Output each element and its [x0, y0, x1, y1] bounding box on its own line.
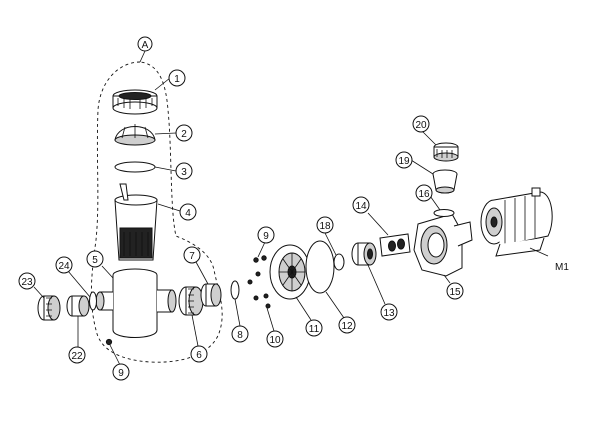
- callout-22-label: 22: [71, 351, 83, 362]
- callout-12: 12: [338, 316, 356, 334]
- callout-23: 23: [18, 272, 36, 290]
- callout-14: 14: [352, 196, 370, 214]
- callout-11: 11: [305, 319, 323, 337]
- callout-5-label: 5: [92, 255, 98, 266]
- callout-16-label: 16: [418, 189, 430, 200]
- callout-22: 22: [68, 346, 86, 364]
- callout-13-label: 13: [383, 308, 395, 319]
- screw-set-part: [247, 255, 271, 309]
- callout-15-label: 15: [449, 287, 461, 298]
- callout-15: 15: [446, 282, 464, 300]
- callout-9-upper-label: 9: [263, 231, 269, 242]
- seal-plate-part: [379, 233, 411, 257]
- leader-lines: [33, 50, 549, 366]
- callout-2-label: 2: [181, 129, 187, 140]
- callout-7-label: 7: [189, 251, 195, 262]
- union-tail-right-part: [200, 283, 222, 307]
- callout-4-label: 4: [185, 208, 191, 219]
- callout-19: 19: [395, 151, 413, 169]
- callout-23-label: 23: [21, 277, 33, 288]
- callout-13: 13: [380, 303, 398, 321]
- callout-20-label: 20: [415, 120, 427, 131]
- pump-housing-part: [95, 268, 177, 338]
- callout-10: 10: [266, 330, 284, 348]
- o-ring-16-part: [433, 209, 455, 217]
- callout-a: A: [137, 36, 153, 52]
- lid-ring-part: [112, 89, 158, 115]
- callout-3: 3: [175, 162, 193, 180]
- callout-24-label: 24: [58, 261, 70, 272]
- callout-a-label: A: [142, 40, 149, 51]
- callout-11-label: 11: [309, 324, 320, 335]
- callout-14-label: 14: [355, 201, 367, 212]
- callout-1-label: 1: [174, 74, 180, 85]
- callout-9-upper: 9: [257, 226, 275, 244]
- callout-8-label: 8: [237, 330, 243, 341]
- mechanical-seal-part: [351, 242, 377, 266]
- motor-part: [480, 187, 553, 257]
- callout-6: 6: [190, 345, 208, 363]
- callout-9-lower: 9: [112, 363, 130, 381]
- union-nut-left-part: [37, 295, 61, 321]
- callout-18: 18: [316, 216, 334, 234]
- adapter-19-part: [432, 169, 458, 194]
- callout-9-lower-label: 9: [118, 368, 124, 379]
- callout-12-label: 12: [341, 321, 353, 332]
- callout-18-label: 18: [319, 221, 331, 232]
- o-ring-8-part: [230, 280, 240, 300]
- o-ring-24-part: [89, 291, 97, 311]
- callout-20: 20: [412, 115, 430, 133]
- union-nut-right-part: [178, 286, 204, 316]
- callout-24: 24: [55, 256, 73, 274]
- group-a-outline: [90, 61, 223, 363]
- callout-2: 2: [175, 124, 193, 142]
- callout-5: 5: [86, 250, 104, 268]
- strainer-basket-part: [114, 183, 158, 261]
- callout-8: 8: [231, 325, 249, 343]
- callout-7: 7: [183, 246, 201, 264]
- diffuser-part: [269, 244, 311, 300]
- union-tail-left-part: [66, 295, 90, 317]
- callout-4: 4: [179, 203, 197, 221]
- drain-plug-part: [105, 338, 113, 346]
- callout-3-label: 3: [181, 167, 187, 178]
- callout-1: 1: [168, 69, 186, 87]
- callout-10-label: 10: [269, 335, 281, 346]
- union-nut-top-part: [433, 142, 459, 162]
- callout-16: 16: [415, 184, 433, 202]
- motor-label: M1: [555, 262, 569, 273]
- callout-19-label: 19: [398, 156, 410, 167]
- seal-housing-part: [413, 213, 473, 277]
- seal-18-part: [333, 253, 345, 271]
- housing-o-ring-part: [305, 240, 335, 294]
- dome-lid-part: [114, 124, 156, 146]
- lid-o-ring-part: [114, 161, 156, 173]
- callout-6-label: 6: [196, 350, 202, 361]
